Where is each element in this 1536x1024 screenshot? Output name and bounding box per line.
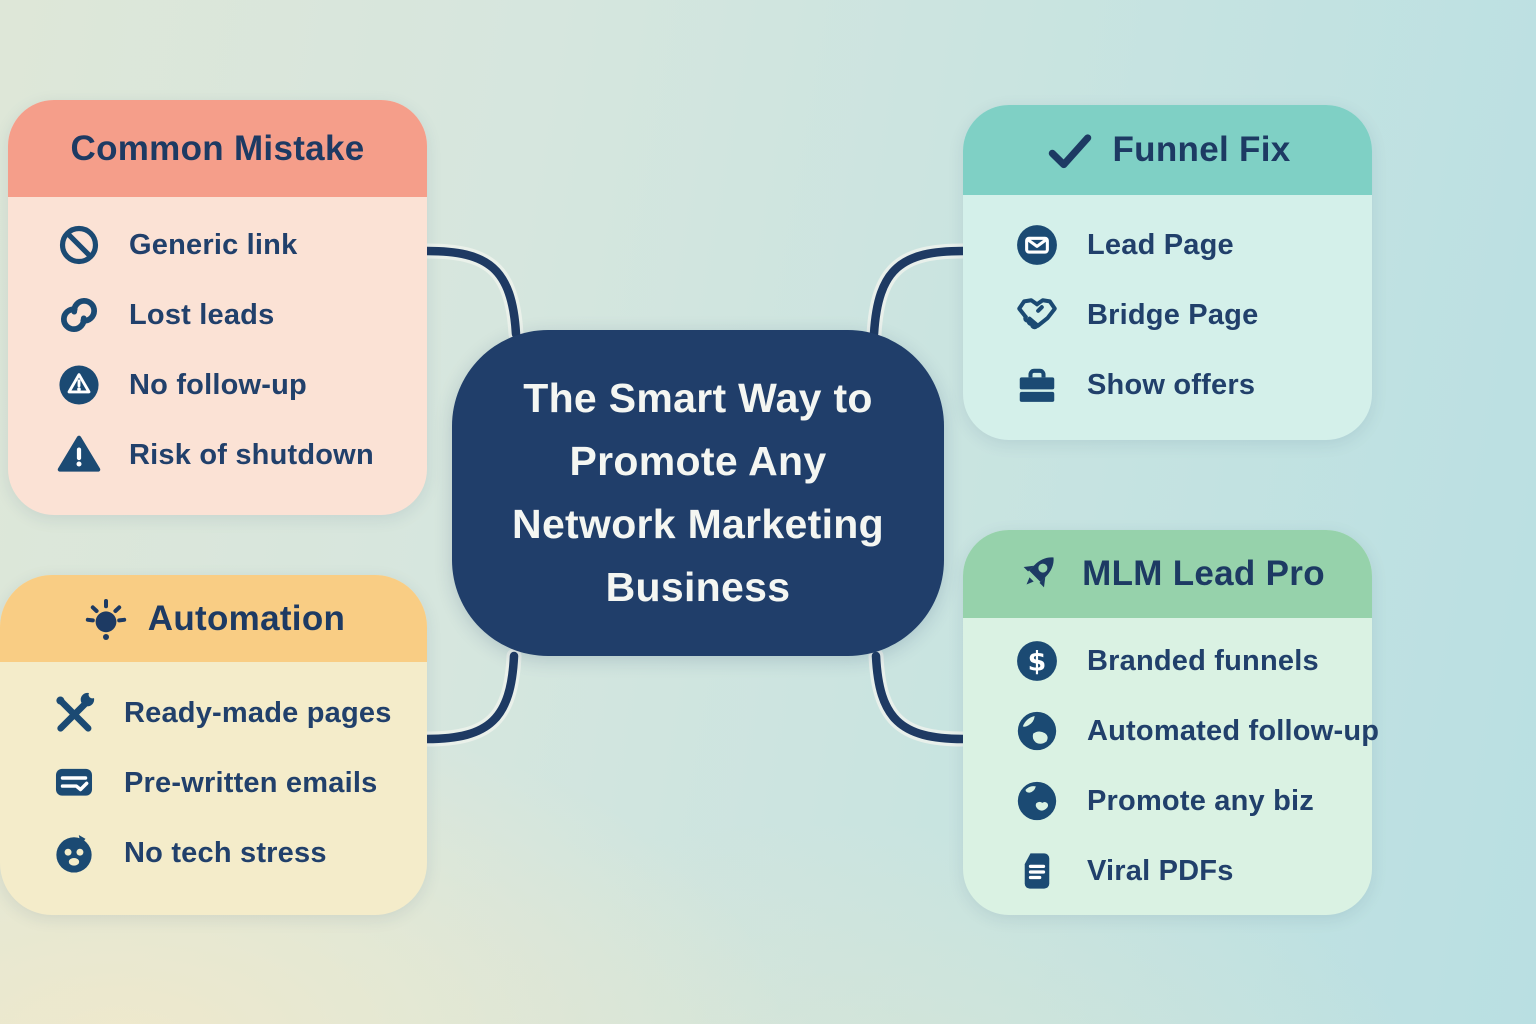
item-label: Promote any biz (1087, 784, 1314, 817)
list-item: Pre-written emails (50, 748, 427, 818)
item-label: Branded funnels (1087, 644, 1319, 677)
center-topic: The Smart Way to Promote Any Network Mar… (452, 330, 944, 656)
item-label: No tech stress (124, 836, 327, 869)
chat-message-icon (50, 759, 98, 807)
item-label: Lost leads (129, 298, 275, 331)
card-mlm-lead-pro-header: MLM Lead Pro (963, 530, 1372, 618)
card-common-mistake: Common Mistake Generic link Lost l (8, 100, 427, 515)
item-label: Generic link (129, 228, 298, 261)
item-label: Pre-written emails (124, 766, 378, 799)
dollar-circle-icon: $ (1013, 637, 1061, 685)
check-icon (1045, 125, 1095, 175)
no-entry-icon (55, 221, 103, 269)
list-item: Promote any biz (1013, 766, 1372, 836)
broken-link-icon (55, 291, 103, 339)
list-item: Lead Page (1013, 210, 1372, 280)
card-title: MLM Lead Pro (1082, 554, 1325, 593)
relaxed-face-icon (50, 829, 98, 877)
warning-triangle-icon (55, 431, 103, 479)
list-item: No follow-up (55, 350, 427, 420)
item-label: No follow-up (129, 368, 307, 401)
connector-bottom-right (871, 651, 968, 744)
list-item: Lost leads (55, 280, 427, 350)
item-label: Bridge Page (1087, 298, 1259, 331)
item-label: Risk of shutdown (129, 438, 374, 471)
list-item: Show offers (1013, 350, 1372, 420)
list-item: Risk of shutdown (55, 420, 427, 490)
tools-icon (50, 689, 98, 737)
center-title: The Smart Way to Promote Any Network Mar… (512, 367, 884, 619)
item-label: Viral PDFs (1087, 854, 1234, 887)
center-title-line: Business (605, 564, 791, 610)
connector-bottom-left (422, 651, 519, 744)
card-title: Funnel Fix (1112, 130, 1291, 169)
globe-icon (1013, 707, 1061, 755)
card-mlm-lead-pro: MLM Lead Pro $ Branded funnels (963, 530, 1379, 915)
card-funnel-fix: Funnel Fix Lead Page (963, 105, 1372, 440)
connector-top-right (869, 246, 968, 339)
card-title: Common Mistake (70, 128, 365, 168)
connector-top-left (422, 246, 521, 339)
list-item: Ready-made pages (50, 678, 427, 748)
center-title-line: The Smart Way to (523, 375, 873, 421)
envelope-circle-icon (1013, 221, 1061, 269)
card-common-mistake-header: Common Mistake (8, 100, 427, 197)
list-item: Automated follow-up (1013, 696, 1379, 766)
handshake-icon (1013, 291, 1061, 339)
list-item: Viral PDFs (1013, 836, 1372, 906)
card-funnel-fix-header: Funnel Fix (963, 105, 1372, 195)
item-label: Ready-made pages (124, 696, 392, 729)
center-title-line: Promote Any (569, 438, 827, 484)
globe-icon (1013, 777, 1061, 825)
list-item: Generic link (55, 210, 427, 280)
lightbulb-icon (82, 595, 130, 643)
center-title-line: Network Marketing (512, 501, 884, 547)
list-item: Bridge Page (1013, 280, 1372, 350)
document-icon (1013, 847, 1061, 895)
svg-text:$: $ (1028, 647, 1047, 678)
item-label: Show offers (1087, 368, 1256, 401)
list-item: No tech stress (50, 818, 427, 888)
list-item: $ Branded funnels (1013, 626, 1372, 696)
card-automation-header: Automation (0, 575, 427, 662)
item-label: Automated follow-up (1087, 714, 1380, 747)
briefcase-icon (1013, 361, 1061, 409)
card-automation: Automation Ready-made pages (0, 575, 427, 915)
card-title: Automation (147, 598, 346, 638)
item-label: Lead Page (1087, 228, 1234, 261)
rocket-icon (1010, 547, 1064, 601)
alert-circle-icon (55, 361, 103, 409)
